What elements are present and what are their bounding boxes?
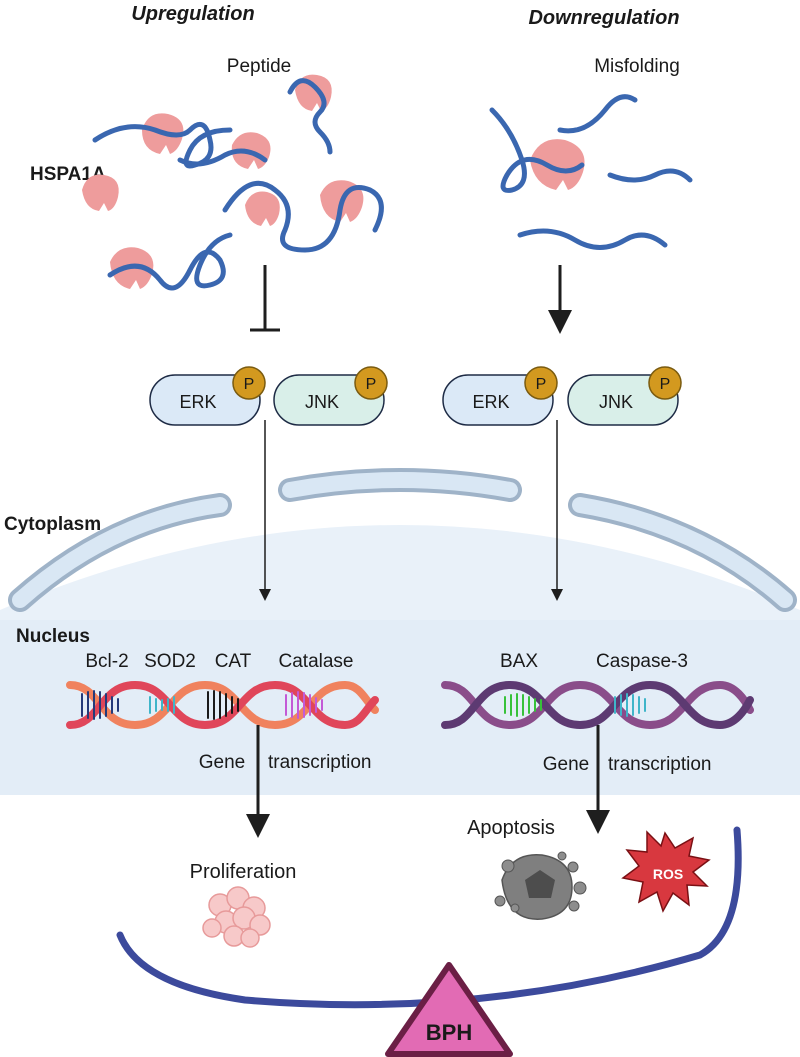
- misfolded-cluster: [489, 94, 693, 250]
- peptide-label: Peptide: [227, 56, 291, 77]
- gene-label-cat: CAT: [215, 651, 252, 672]
- proliferation-label: Proliferation: [190, 861, 297, 883]
- dna-helix-left: [66, 680, 379, 730]
- proliferating-cells-icon: [202, 886, 271, 948]
- kinase-pair-right: ERK P JNK P: [442, 366, 682, 426]
- erk-right-phospho: P: [536, 376, 547, 393]
- ros-burst-icon: ROS: [621, 830, 711, 913]
- upregulation-heading: Upregulation: [131, 3, 254, 25]
- jnk-left-phospho: P: [366, 376, 377, 393]
- inhibition-arrow: [250, 265, 280, 332]
- downregulation-heading: Downregulation: [528, 7, 679, 29]
- ros-label: ROS: [653, 866, 683, 882]
- chaperone-cluster: [82, 74, 384, 291]
- gene-label-caspase3: Caspase-3: [596, 651, 688, 672]
- jnk-right-phospho: P: [660, 376, 671, 393]
- gene-label-bcl2: Bcl-2: [85, 651, 128, 672]
- peptide-chains: [92, 78, 384, 291]
- gene-label-bax: BAX: [500, 651, 538, 672]
- seesaw-beam: [116, 826, 742, 1009]
- gene-transcription-left-word1: Gene: [199, 752, 245, 773]
- erk-right-label: ERK: [472, 392, 509, 412]
- gene-transcription-right-word1: Gene: [543, 754, 589, 775]
- apoptosis-label: Apoptosis: [467, 817, 555, 839]
- gene-transcription-left-word2: transcription: [268, 752, 372, 773]
- jnk-right-label: JNK: [599, 392, 633, 412]
- nucleus-label: Nucleus: [16, 626, 90, 647]
- dna-helix-right: [441, 680, 754, 730]
- erk-left-label: ERK: [179, 392, 216, 412]
- misfolding-label: Misfolding: [594, 56, 680, 77]
- membrane: [8, 468, 797, 612]
- cytoplasm-label: Cytoplasm: [4, 514, 101, 535]
- gene-label-catalase: Catalase: [279, 651, 354, 672]
- gene-transcription-right-word2: transcription: [608, 754, 712, 775]
- hspa1a-label: HSPA1A: [30, 164, 106, 185]
- kinase-pair-left: ERK P JNK P: [149, 366, 388, 426]
- jnk-left-label: JNK: [305, 392, 339, 412]
- bph-label: BPH: [426, 1020, 472, 1045]
- bph-fulcrum: BPH: [385, 962, 513, 1057]
- apoptotic-cell-icon: [494, 851, 587, 920]
- erk-left-phospho: P: [244, 376, 255, 393]
- nucleus-region: [0, 620, 800, 795]
- gene-label-sod2: SOD2: [144, 651, 196, 672]
